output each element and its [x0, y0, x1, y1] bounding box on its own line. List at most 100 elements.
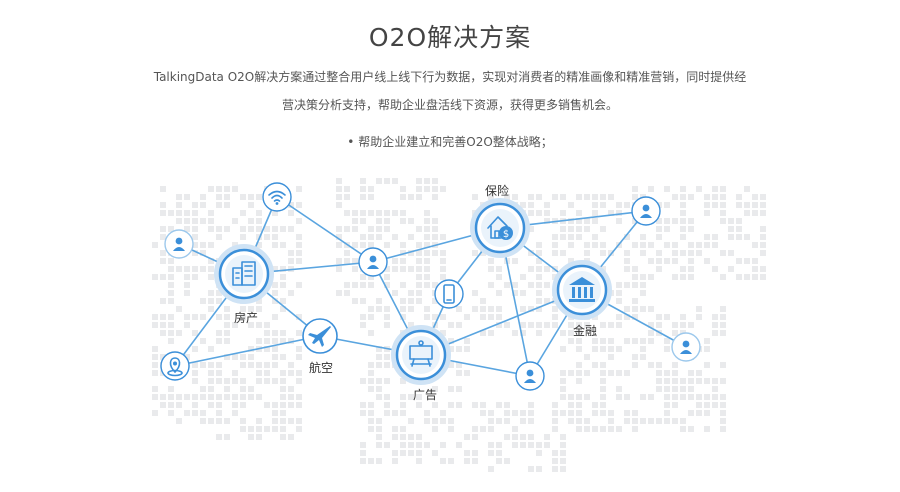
- node-phone[interactable]: [434, 279, 464, 309]
- map-dot: [472, 250, 478, 256]
- map-dot: [472, 458, 478, 464]
- map-dot: [256, 434, 262, 440]
- map-dot: [696, 402, 702, 408]
- map-dot: [192, 234, 198, 240]
- map-dot: [576, 226, 582, 232]
- map-dot: [528, 194, 534, 200]
- map-dot: [648, 322, 654, 328]
- map-dot: [184, 394, 190, 400]
- map-dot: [568, 402, 574, 408]
- map-dot: [720, 418, 726, 424]
- map-dot: [504, 282, 510, 288]
- map-dot: [600, 362, 606, 368]
- map-dot: [272, 378, 278, 384]
- map-dot: [448, 418, 454, 424]
- map-dot: [696, 394, 702, 400]
- map-dot: [192, 266, 198, 272]
- node-location[interactable]: [160, 351, 190, 381]
- map-dot: [168, 394, 174, 400]
- map-dot: [600, 378, 606, 384]
- map-dot: [552, 418, 558, 424]
- map-dot: [352, 210, 358, 216]
- map-dot: [656, 370, 662, 376]
- map-dot: [464, 338, 470, 344]
- node-user-center[interactable]: [358, 247, 388, 277]
- map-dot: [400, 266, 406, 272]
- node-baoxian[interactable]: $保险: [470, 183, 530, 258]
- map-dot: [592, 218, 598, 224]
- node-hangkong[interactable]: 航空: [302, 318, 338, 375]
- map-dot: [632, 426, 638, 432]
- map-dot: [256, 298, 262, 304]
- map-dot: [200, 250, 206, 256]
- map-dot: [168, 322, 174, 328]
- map-dot: [720, 426, 726, 432]
- node-user-bottom[interactable]: [515, 361, 545, 391]
- map-dot: [208, 298, 214, 304]
- map-dot: [184, 314, 190, 320]
- map-dot: [232, 410, 238, 416]
- map-dot: [544, 266, 550, 272]
- map-dot: [424, 242, 430, 248]
- map-dot: [640, 234, 646, 240]
- map-dot: [472, 434, 478, 440]
- map-dot: [568, 410, 574, 416]
- map-dot: [664, 370, 670, 376]
- map-dot: [568, 322, 574, 328]
- map-dot: [368, 194, 374, 200]
- map-dot: [368, 378, 374, 384]
- map-dot: [384, 226, 390, 232]
- map-dot: [616, 282, 622, 288]
- map-dot: [728, 218, 734, 224]
- map-dot: [344, 226, 350, 232]
- map-dot: [432, 178, 438, 184]
- map-dot: [608, 210, 614, 216]
- map-dot: [176, 202, 182, 208]
- node-user-topright[interactable]: [631, 196, 661, 226]
- map-dot: [712, 194, 718, 200]
- map-dot: [704, 234, 710, 240]
- map-dot: [400, 410, 406, 416]
- map-dot: [536, 258, 542, 264]
- node-guanggao[interactable]: 广告: [391, 325, 451, 402]
- map-dot: [272, 346, 278, 352]
- node-fangchan[interactable]: 房产: [214, 244, 274, 325]
- node-user-right[interactable]: [671, 332, 701, 362]
- map-dot: [552, 314, 558, 320]
- map-dot: [432, 450, 438, 456]
- node-wifi[interactable]: [262, 182, 292, 212]
- map-dot: [184, 282, 190, 288]
- map-dot: [688, 242, 694, 248]
- map-dot: [296, 426, 302, 432]
- map-dot: [520, 330, 526, 336]
- map-dot: [640, 274, 646, 280]
- map-dot: [264, 226, 270, 232]
- map-dot: [752, 274, 758, 280]
- map-dot: [696, 306, 702, 312]
- node-user-left[interactable]: [164, 229, 194, 259]
- map-dot: [456, 362, 462, 368]
- map-dot: [560, 226, 566, 232]
- map-dot: [232, 370, 238, 376]
- node-jinrong[interactable]: 金融: [552, 260, 612, 338]
- map-dot: [280, 378, 286, 384]
- map-dot: [192, 402, 198, 408]
- map-dot: [448, 362, 454, 368]
- map-dot: [288, 338, 294, 344]
- map-dot: [560, 330, 566, 336]
- map-dot: [536, 330, 542, 336]
- map-dot: [496, 450, 502, 456]
- map-dot: [704, 402, 710, 408]
- map-dot: [536, 442, 542, 448]
- map-dot: [408, 250, 414, 256]
- map-dot: [360, 210, 366, 216]
- map-dot: [344, 186, 350, 192]
- map-dot: [360, 458, 366, 464]
- map-dot: [296, 370, 302, 376]
- map-dot: [680, 394, 686, 400]
- map-dot: [208, 418, 214, 424]
- map-dot: [568, 202, 574, 208]
- map-dot: [232, 402, 238, 408]
- map-dot: [568, 234, 574, 240]
- map-dot: [256, 242, 262, 248]
